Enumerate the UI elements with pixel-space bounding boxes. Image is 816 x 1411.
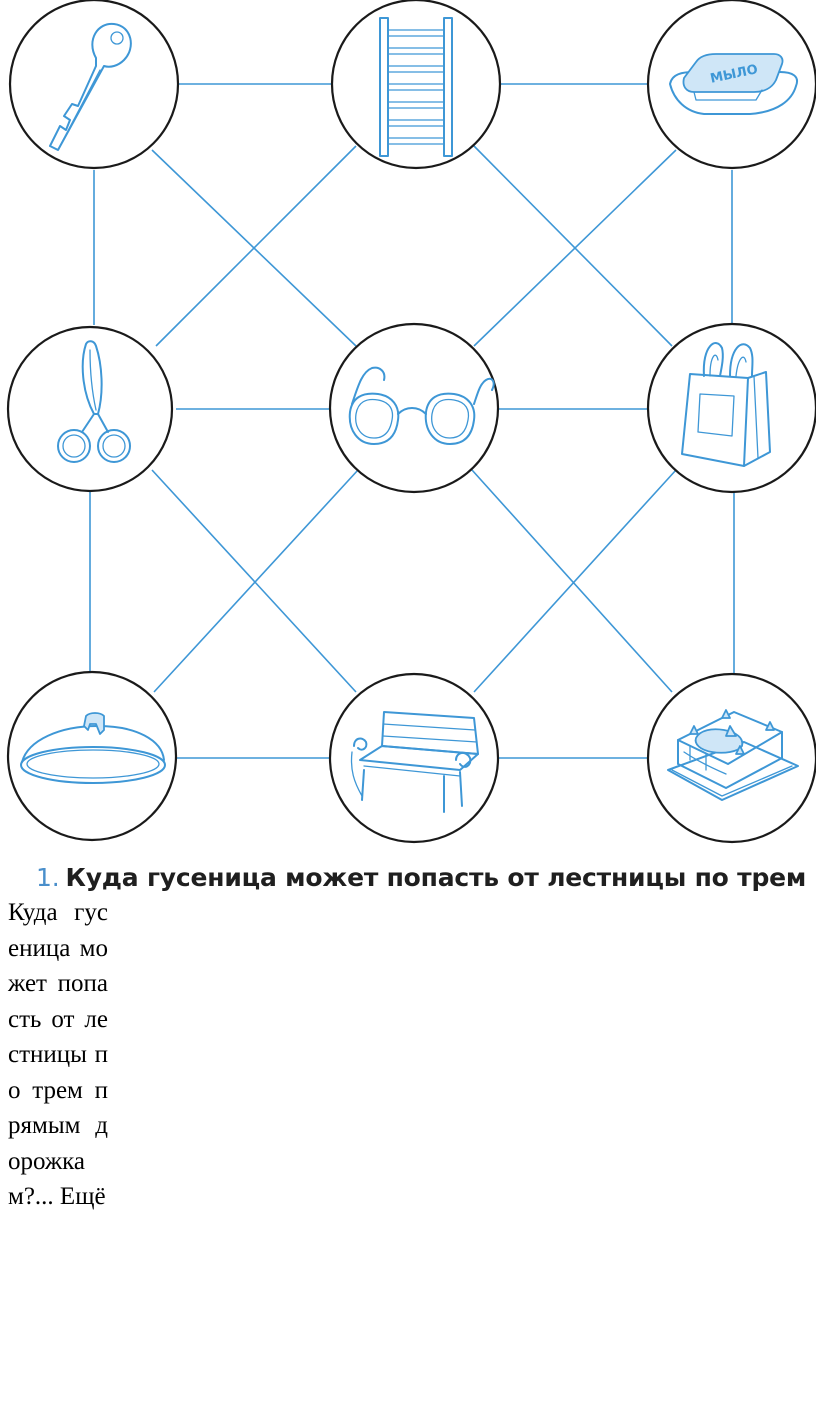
path-glasses-cake xyxy=(471,469,673,693)
key-icon xyxy=(49,22,132,151)
path-scissors-bench xyxy=(151,469,357,693)
task-body: Куда гусеница может попасть от лестницы … xyxy=(8,899,108,1210)
path-puzzle-diagram: МЫЛО xyxy=(6,0,816,844)
task-heading-row: 1.Куда гусеница может попасть от лестниц… xyxy=(36,858,816,898)
path-ladder-bag xyxy=(473,145,673,347)
ladder-icon xyxy=(379,17,453,157)
glasses-icon xyxy=(348,366,495,445)
cake-icon xyxy=(667,709,799,801)
soap-dish-icon: МЫЛО xyxy=(669,53,798,115)
node-key xyxy=(8,0,180,170)
node-scissors xyxy=(6,325,174,493)
task-number: 1. xyxy=(36,863,60,892)
paths xyxy=(89,83,735,759)
node-ladder xyxy=(330,0,502,170)
path-bag-bench xyxy=(473,469,677,693)
path-glasses-lid xyxy=(153,469,359,693)
node-soap: МЫЛО xyxy=(646,0,816,170)
node-cake xyxy=(646,672,816,844)
path-soap-glasses xyxy=(473,149,677,347)
scissors-icon xyxy=(57,340,131,463)
shopping-bag-icon xyxy=(681,342,771,467)
node-glasses xyxy=(328,322,500,494)
path-ladder-scissors xyxy=(155,145,357,347)
node-bag xyxy=(646,322,816,494)
task-heading: Куда гусеница может попасть от лестницы … xyxy=(65,863,807,892)
node-lid xyxy=(6,670,178,842)
node-bench xyxy=(328,672,500,844)
pot-lid-icon xyxy=(20,712,166,784)
bench-icon xyxy=(350,711,479,813)
